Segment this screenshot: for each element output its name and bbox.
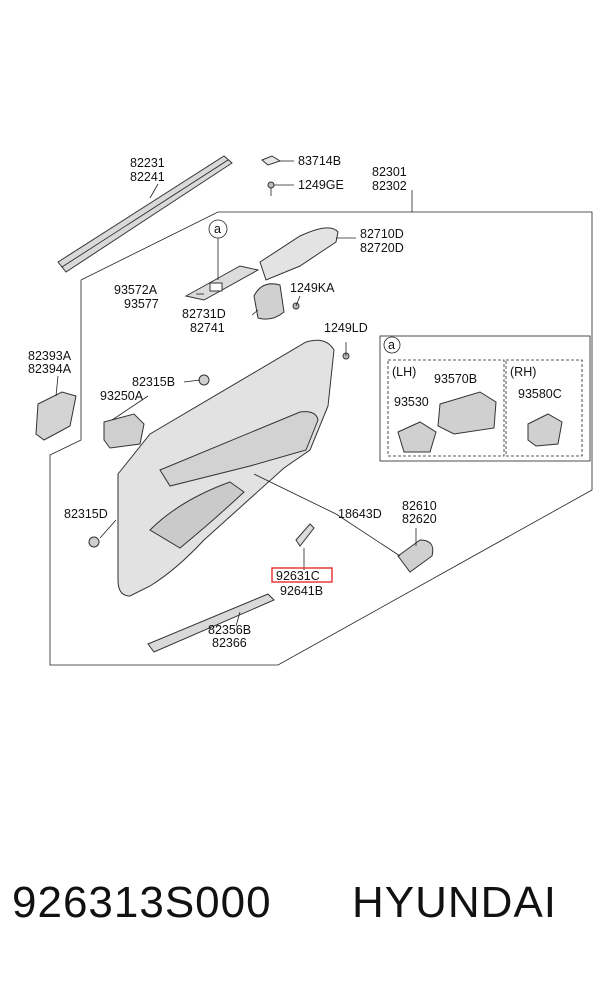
label-82301: 82301 <box>372 165 407 179</box>
label-82720d: 82720D <box>360 241 404 255</box>
assembly-outline <box>49 211 593 666</box>
label-82315b: 82315B <box>132 375 175 389</box>
switch-93570b <box>437 391 497 435</box>
label-92641b: 92641B <box>280 584 323 598</box>
garnish-92631c <box>295 523 315 547</box>
label-82620: 82620 <box>402 512 437 526</box>
label-82710d: 82710D <box>360 227 404 241</box>
switch-93530 <box>397 421 437 453</box>
inset-box <box>379 335 591 462</box>
lower-strip-82356b <box>147 593 275 653</box>
inset-marker-circle <box>383 336 401 354</box>
label-82231: 82231 <box>130 156 165 170</box>
label-1249ka: 1249KA <box>290 281 335 295</box>
label-93580c: 93580C <box>518 387 562 401</box>
switch-panel-93572a <box>184 265 260 301</box>
handle-housing-82731d <box>253 283 285 320</box>
label-18643d: 18643D <box>338 507 382 521</box>
footer: 926313S000 HYUNDAI <box>0 872 600 952</box>
label-82356b: 82356B <box>208 623 251 637</box>
label-82241: 82241 <box>130 170 165 184</box>
label-93570b: 93570B <box>434 372 477 386</box>
label-82731d: 82731D <box>182 307 226 321</box>
highlight-box-92631c <box>271 567 333 583</box>
clip-83714b <box>261 155 282 196</box>
door-trim-panel <box>117 339 335 597</box>
label-82302: 82302 <box>372 179 407 193</box>
armrest-82710d <box>259 227 339 281</box>
label-82315d: 82315D <box>64 507 108 521</box>
inset-marker-label-a: a <box>388 338 395 352</box>
switch-93580c <box>527 413 563 447</box>
label-82394a: 82394A <box>28 362 72 376</box>
label-93572a: 93572A <box>114 283 158 297</box>
label-93250a: 93250A <box>100 389 144 403</box>
inside-handle-82610 <box>397 539 434 573</box>
label-82610: 82610 <box>402 499 437 513</box>
cover-82393a <box>35 391 77 441</box>
label-1249ge: 1249GE <box>298 178 344 192</box>
belt-weatherstrip <box>57 155 233 273</box>
clip-82315d <box>88 536 100 548</box>
label-rh: (RH) <box>510 365 536 379</box>
label-92631c: 92631C <box>276 569 320 583</box>
label-lh: (LH) <box>392 365 416 379</box>
switch-93250a <box>103 413 145 449</box>
inset-rh-box <box>505 359 583 457</box>
label-93530: 93530 <box>394 395 429 409</box>
brand-name: HYUNDAI <box>352 878 558 927</box>
marker-label-a: a <box>214 222 221 236</box>
label-82741: 82741 <box>190 321 225 335</box>
part-number: 926313S000 <box>12 878 272 927</box>
label-93577: 93577 <box>124 297 159 311</box>
clip-82315b <box>198 374 210 386</box>
label-83714b: 83714B <box>298 154 341 168</box>
label-82366: 82366 <box>212 636 247 650</box>
inset-lh-box <box>387 359 505 457</box>
label-1249ld: 1249LD <box>324 321 368 335</box>
label-82393a: 82393A <box>28 349 72 363</box>
door-trim-diagram: 82231 82241 83714B 1249GE 82301 82302 a … <box>28 154 593 666</box>
